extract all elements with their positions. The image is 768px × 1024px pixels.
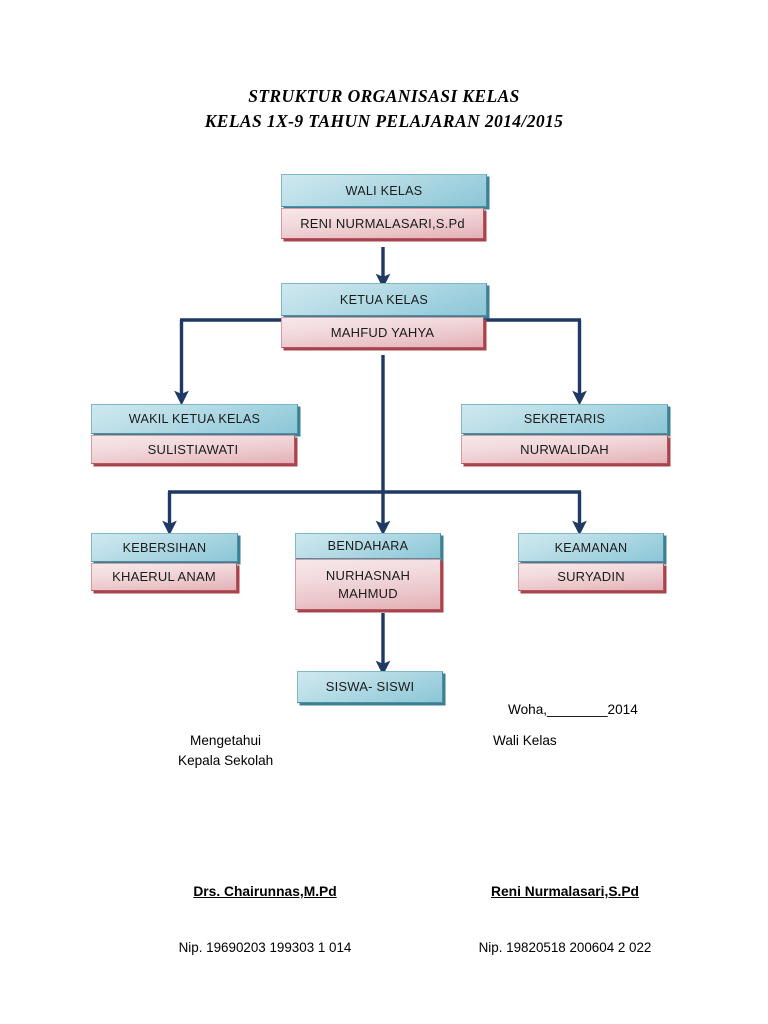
node-wakil-ketua-kelas-role: WAKIL KETUA KELAS	[91, 404, 298, 434]
node-keamanan-person: SURYADIN	[518, 563, 664, 591]
node-wakil-ketua-kelas[interactable]: WAKIL KETUA KELAS SULISTIAWATI	[91, 404, 300, 464]
node-kebersihan[interactable]: KEBERSIHAN KHAERUL ANAM	[91, 533, 241, 591]
node-bendahara-person-line1: NURHASNAH	[325, 567, 411, 583]
node-ketua-kelas[interactable]: KETUA KELAS MAHFUD YAHYA	[281, 283, 489, 348]
node-wali-kelas-role: WALI KELAS	[281, 174, 487, 207]
node-wali-kelas[interactable]: WALI KELAS RENI NURMALASARI,S.Pd	[281, 174, 489, 239]
node-sekretaris-person: NURWALIDAH	[461, 435, 668, 464]
signature-left-nip: Nip. 19690203 199303 1 014	[178, 940, 352, 955]
node-ketua-kelas-role: KETUA KELAS	[281, 283, 487, 316]
title-line-2: KELAS 1X-9 TAHUN PELAJARAN 2014/2015	[204, 111, 564, 131]
node-ketua-kelas-person: MAHFUD YAHYA	[281, 317, 484, 348]
node-kebersihan-role: KEBERSIHAN	[91, 533, 238, 562]
node-keamanan[interactable]: KEAMANAN SURYADIN	[518, 533, 666, 591]
left-label-line2: Kepala Sekolah	[178, 753, 274, 768]
node-wali-kelas-person: RENI NURMALASARI,S.Pd	[281, 208, 484, 239]
page-title: STRUKTUR ORGANISASI KELAS KELAS 1X-9 TAH…	[0, 84, 768, 134]
left-label-line1: Mengetahui	[190, 733, 262, 748]
place-date-label: Woha,________2014	[508, 702, 638, 717]
signature-left-name: Drs. Chairunnas,M.Pd	[193, 884, 337, 899]
node-bendahara-person-line2: MAHMUD	[338, 585, 398, 601]
node-sekretaris-role: SEKRETARIS	[461, 404, 668, 434]
node-bendahara-role: BENDAHARA	[295, 533, 441, 559]
signature-right-nip: Nip. 19820518 200604 2 022	[478, 940, 652, 955]
signature-left: Drs. Chairunnas,M.Pd Nip. 19690203 19930…	[100, 846, 430, 994]
signature-right-name: Reni Nurmalasari,S.Pd	[491, 884, 639, 899]
node-siswa-siswi[interactable]: SISWA- SISWI	[297, 671, 445, 703]
right-role-label: Wali Kelas	[493, 733, 557, 748]
node-bendahara[interactable]: BENDAHARA NURHASNAH MAHMUD	[295, 533, 443, 610]
title-line-1: STRUKTUR ORGANISASI KELAS	[248, 86, 520, 106]
signature-right: Reni Nurmalasari,S.Pd Nip. 19820518 2006…	[400, 846, 730, 994]
node-siswa-siswi-role: SISWA- SISWI	[297, 671, 443, 703]
node-sekretaris[interactable]: SEKRETARIS NURWALIDAH	[461, 404, 670, 464]
node-keamanan-role: KEAMANAN	[518, 533, 664, 562]
node-wakil-ketua-kelas-person: SULISTIAWATI	[91, 435, 295, 464]
node-bendahara-person: NURHASNAH MAHMUD	[295, 559, 441, 610]
node-kebersihan-person: KHAERUL ANAM	[91, 563, 237, 591]
